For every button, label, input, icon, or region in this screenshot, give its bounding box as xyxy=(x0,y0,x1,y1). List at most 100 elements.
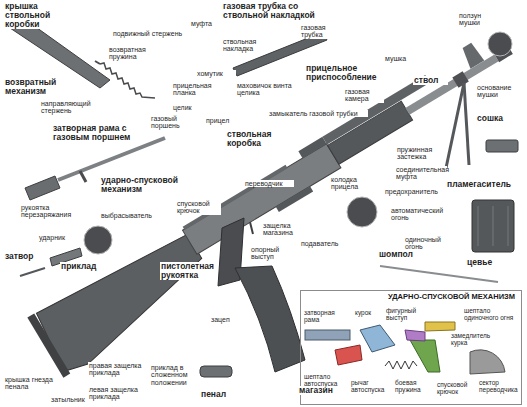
part-label: предохранитель xyxy=(384,188,446,195)
part-label: замедлитель курка xyxy=(450,333,502,347)
part-label: возвратная пружина xyxy=(108,46,158,61)
group-heading: ударно-спусковой механизм xyxy=(100,176,182,194)
part-label: газовая трубка xyxy=(300,24,342,39)
part-label: подаватель xyxy=(300,240,350,247)
part-label: рукоятка перезаряжания xyxy=(20,204,82,219)
group-heading: шомпол xyxy=(378,250,423,259)
group-heading: затвор xyxy=(4,252,44,261)
retarder-part xyxy=(405,330,425,341)
group-heading: пистолетная рукоятка xyxy=(160,262,216,280)
bipod-leg xyxy=(446,83,464,168)
receiver-part xyxy=(183,144,341,255)
part-label: газовый поршень xyxy=(150,115,195,130)
rod-part xyxy=(95,61,100,64)
cover-part xyxy=(183,165,288,230)
part-label: правая защелка приклада xyxy=(88,362,148,377)
bipod-leg xyxy=(464,83,469,165)
part-label: газовая камера xyxy=(344,88,384,103)
part-label: затворная рама xyxy=(303,310,347,324)
part-label: ствольная накладка xyxy=(222,38,266,53)
part-label: спусковой крючок xyxy=(436,382,478,396)
group-heading: прицельное приспособление xyxy=(305,64,395,82)
part-label: сектор переводчика xyxy=(478,380,521,394)
part-label: шептало одиночного огня xyxy=(463,308,521,322)
part-label: зацеп xyxy=(210,316,240,323)
group-heading: пенал xyxy=(200,390,235,399)
part-label: рычаг автоспуска xyxy=(350,380,392,394)
carrier-part xyxy=(305,330,350,340)
group-heading: приклад xyxy=(60,262,105,271)
trigger-part xyxy=(410,340,440,372)
part-label: подвижный стержень xyxy=(112,30,192,37)
part-label: маховичок винта целика xyxy=(236,82,302,97)
part-label: крышка гнезда пенала xyxy=(4,376,60,391)
piston-part xyxy=(58,138,165,180)
zoom-circle xyxy=(84,226,112,254)
forend-rib xyxy=(478,206,479,246)
rod-part xyxy=(380,266,498,282)
disconnector-part xyxy=(425,322,455,331)
part-label: муфта xyxy=(190,20,220,27)
part-label: фигурный выступ xyxy=(385,308,425,322)
part-label: защелка магазина xyxy=(262,222,307,237)
part-label: направляющий стержень xyxy=(40,100,100,115)
part-label: автоматический огонь xyxy=(390,207,446,222)
part-label: одиночный огонь xyxy=(404,236,449,251)
group-heading: крышка ствольной коробки xyxy=(4,2,84,29)
part-label: шептало автоспуска xyxy=(303,374,348,388)
group-heading: пламегаситель xyxy=(446,180,524,189)
group-heading: газовая трубка со ствольной накладкой xyxy=(222,2,342,20)
part-label: ударник xyxy=(38,234,78,241)
part-label: спусковой крючок xyxy=(176,200,221,215)
part-label: хомутик xyxy=(196,70,236,77)
group-heading: ствол xyxy=(413,76,448,85)
forend-part xyxy=(472,200,514,252)
selector-part xyxy=(470,350,505,374)
group-heading: затворная рама с газовым поршнем xyxy=(52,124,136,142)
stock-part xyxy=(31,226,218,377)
part-label: мушка xyxy=(384,55,419,62)
part-label: пружинная застежка xyxy=(396,146,444,161)
sight-block xyxy=(298,137,326,158)
sear-part xyxy=(335,345,362,365)
forend-rib xyxy=(508,206,509,246)
zoom-circle xyxy=(488,32,512,56)
part-label: целик xyxy=(172,104,202,111)
buttplate-part xyxy=(27,314,70,378)
part-label: выбрасыватель xyxy=(100,212,160,219)
bipod-clamp xyxy=(452,71,468,87)
spring-part xyxy=(100,63,155,98)
bottle-part xyxy=(200,366,232,377)
part-label: колодка прицела xyxy=(330,176,375,191)
forend-rib xyxy=(493,206,494,246)
part-label: ползун мушки xyxy=(458,12,498,27)
inset-title: УДАРНО-СПУСКОВОЙ МЕХАНИЗМ xyxy=(301,291,521,301)
hammer-part xyxy=(360,325,395,352)
part-label: основание мушки xyxy=(476,84,522,99)
mag-well xyxy=(276,186,313,212)
front-sight xyxy=(459,42,484,69)
part-label: курок xyxy=(354,310,382,317)
pin-part xyxy=(20,268,45,276)
rifle-body xyxy=(24,27,527,378)
flash-hider-part xyxy=(486,140,518,152)
part-label: замыкатель газовой трубки xyxy=(268,110,368,117)
part-label: прицел xyxy=(205,117,240,124)
part-label: опорный выступ xyxy=(250,246,290,261)
part-label: приклад в сложенном положении xyxy=(150,364,198,386)
part-label: боевая пружина xyxy=(394,380,434,394)
group-heading: сошка xyxy=(476,114,516,123)
group-heading: цевье xyxy=(466,258,506,267)
carrier-part xyxy=(25,176,60,200)
group-heading: ствольная коробка xyxy=(226,130,300,148)
part-label: переводчик xyxy=(244,180,294,187)
magazine-part xyxy=(235,266,305,372)
handle-part xyxy=(80,171,86,182)
trigger-part xyxy=(250,222,253,234)
zoom-circle xyxy=(347,197,377,227)
spring-part xyxy=(385,361,417,369)
part-label: соединительная муфта xyxy=(395,166,447,181)
part-label: прицельная планка xyxy=(172,82,222,97)
group-heading: возвратный механизм xyxy=(4,78,76,96)
